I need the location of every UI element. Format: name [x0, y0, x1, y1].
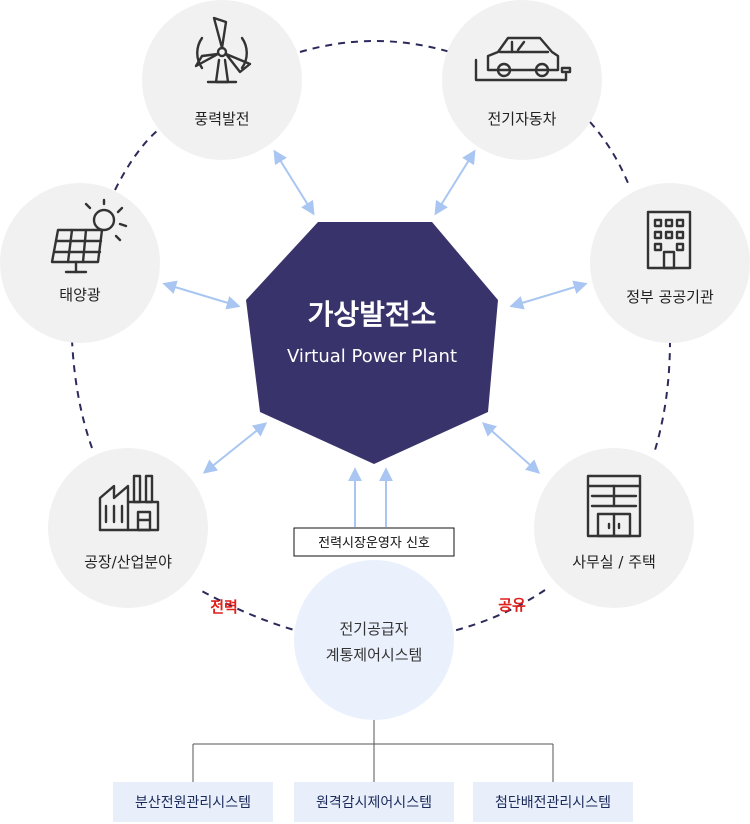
node-government: 정부 공공기관: [590, 183, 750, 343]
office-building-icon: [586, 474, 642, 538]
system-boxes: 분산전원관리시스템 원격감시제어시스템 첨단배전관리시스템: [113, 782, 633, 822]
node-solar: 태양광: [0, 183, 160, 343]
control-system: 전기공급자 계통제어시스템: [294, 560, 454, 720]
arrow-factory: [202, 422, 268, 474]
arrow-solar: [162, 280, 241, 310]
node-office-label: 사무실 / 주택: [572, 553, 656, 571]
node-factory-label: 공장/산업분야: [84, 553, 172, 571]
control-line2: 계통제어시스템: [326, 646, 423, 664]
node-wind-label: 풍력발전: [194, 110, 249, 128]
node-wind: 풍력발전: [142, 0, 302, 160]
hub-subtitle: Virtual Power Plant: [287, 346, 457, 367]
market-signal-label: 전력시장운영자 신호: [318, 536, 430, 551]
power-label: 전력: [210, 598, 238, 616]
node-ev: 전기자동차: [442, 0, 602, 160]
system-box-2: 원격감시제어시스템: [316, 795, 432, 811]
solar-panel-icon: [50, 198, 128, 274]
share-label: 공유: [498, 596, 526, 614]
market-signal-box: 전력시장운영자 신호: [293, 527, 455, 557]
building-icon: [646, 210, 692, 270]
system-box-1: 분산전원관리시스템: [135, 795, 251, 811]
control-line1: 전기공급자: [339, 620, 408, 638]
arrow-wind: [273, 149, 315, 216]
node-government-label: 정부 공공기관: [626, 288, 714, 306]
wind-turbine-icon: [194, 16, 252, 84]
system-box-3: 첨단배전관리시스템: [495, 795, 611, 811]
hub: 가상발전소 Virtual Power Plant: [246, 222, 498, 464]
hub-title: 가상발전소: [308, 298, 437, 331]
factory-icon: [98, 474, 160, 532]
arrow-ev: [434, 149, 476, 216]
arrow-government: [509, 280, 588, 310]
node-solar-label: 태양광: [59, 286, 101, 304]
arrows: [162, 149, 588, 527]
node-office: 사무실 / 주택: [534, 448, 694, 608]
node-factory: 공장/산업분야: [48, 448, 208, 608]
dashed-ring: [71, 40, 671, 634]
tree-connectors: [192, 720, 554, 782]
node-ev-label: 전기자동차: [487, 110, 556, 128]
arrow-office: [481, 422, 541, 474]
electric-car-icon: [474, 36, 572, 82]
